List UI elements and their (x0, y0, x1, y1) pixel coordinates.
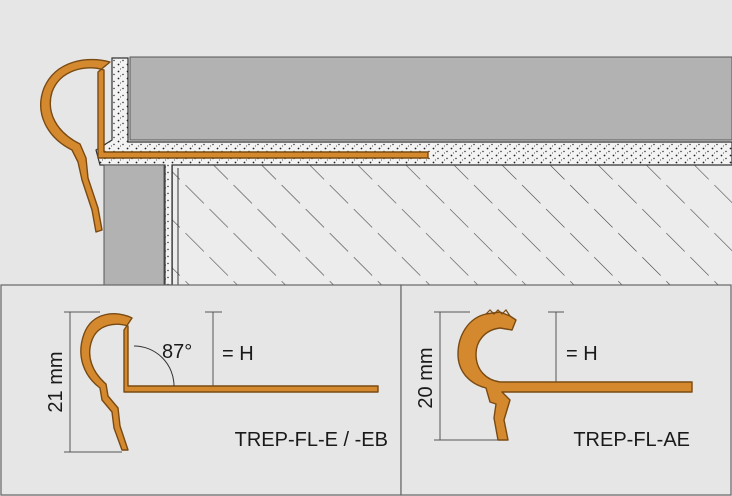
dimension-label-21mm: 21 mm (45, 351, 67, 412)
trep-fl-e-profile-shape (80, 313, 379, 451)
riser-tile (103, 164, 165, 286)
profile-grip-teeth (485, 309, 511, 317)
trep-fl-ae-profile-detail: 20 mm = H TREP-FL-AE (415, 309, 693, 451)
dimension-label-20mm: 20 mm (415, 347, 437, 408)
height-label: = H (222, 343, 254, 365)
product-name-trep-fl-ae: TREP-FL-AE (573, 429, 690, 451)
installation-section (40, 56, 732, 286)
angle-arc (133, 345, 175, 387)
trep-fl-ae-profile-shape (457, 311, 693, 441)
height-label: = H (566, 343, 598, 365)
stair-nosing-profile (40, 58, 429, 233)
angle-label: 87° (162, 341, 192, 363)
product-name-trep-fl-e: TREP-FL-E / -EB (235, 429, 388, 451)
trep-fl-e-profile-detail: 21 mm 87° = H TREP-FL-E / -EB (45, 311, 388, 453)
floor-tile (129, 56, 732, 141)
